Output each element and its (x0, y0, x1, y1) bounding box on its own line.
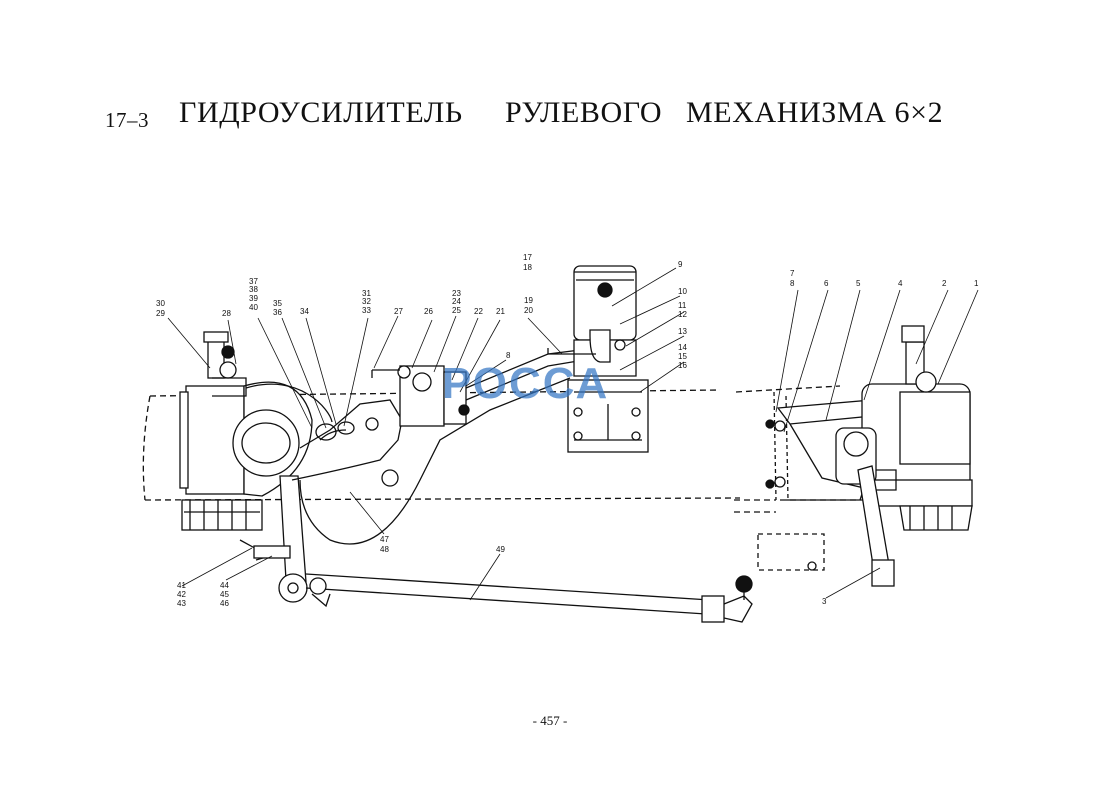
callout-12: 12 (678, 310, 687, 319)
page-number: - 457 - (532, 713, 568, 728)
callout-2: 2 (942, 279, 947, 288)
callout-17: 17 (523, 253, 532, 262)
callout-47: 47 (380, 535, 389, 544)
callout-18: 18 (523, 263, 532, 272)
callout-6: 6 (824, 279, 829, 288)
callout-8: 8 (790, 279, 795, 288)
callout-7: 7 (790, 269, 795, 278)
callout-31: 31 (362, 289, 371, 298)
callout-27: 27 (394, 307, 403, 316)
callout-49: 49 (496, 545, 505, 554)
callout-15: 15 (678, 352, 687, 361)
title-word-3: МЕХАНИЗМА 6×2 (686, 96, 944, 129)
title-word-1: ГИДРОУСИЛИТЕЛЬ (179, 96, 463, 129)
callout-43: 43 (177, 599, 186, 608)
callout-29: 29 (156, 309, 165, 318)
callout-44: 44 (220, 581, 229, 590)
callout-23: 23 (452, 289, 461, 298)
callout-33: 33 (362, 306, 371, 315)
callout-41: 41 (177, 581, 186, 590)
oil-reservoir (567, 265, 649, 453)
callout-labels: 30 29 28 37 38 39 40 35 36 34 31 32 33 2… (156, 253, 979, 608)
steering-pump (371, 365, 470, 427)
callout-32: 32 (362, 297, 371, 306)
callout-40: 40 (249, 303, 258, 312)
steering-gear-housing-left (179, 331, 313, 497)
callout-13: 13 (678, 327, 687, 336)
callout-46: 46 (220, 599, 229, 608)
callout-5: 5 (856, 279, 861, 288)
leader-lines (167, 267, 979, 601)
callout-38: 38 (249, 285, 258, 294)
callout-26: 26 (424, 307, 433, 316)
callout-30: 30 (156, 299, 165, 308)
callout-11: 11 (678, 301, 687, 310)
callout-10: 10 (678, 287, 687, 296)
callout-28: 28 (222, 309, 231, 318)
callout-48: 48 (380, 545, 389, 554)
callout-21: 21 (496, 307, 505, 316)
watermark-logo: РОССА (442, 359, 610, 408)
callout-22: 22 (474, 307, 483, 316)
callout-8-hose: 8 (506, 351, 511, 360)
callout-1: 1 (974, 279, 979, 288)
callout-14: 14 (678, 343, 687, 352)
callout-9: 9 (678, 260, 683, 269)
callout-37: 37 (249, 277, 258, 286)
callout-35: 35 (273, 299, 282, 308)
callout-16: 16 (678, 361, 687, 370)
frame-rail-bottom (144, 497, 741, 501)
callout-45: 45 (220, 590, 229, 599)
callout-36: 36 (273, 308, 282, 317)
mount-bracket-left (181, 499, 263, 531)
callout-20: 20 (524, 306, 533, 315)
title-word-2: РУЛЕВОГО (505, 96, 663, 129)
tie-rod (305, 573, 753, 623)
callout-19: 19 (524, 296, 533, 305)
callout-39: 39 (249, 294, 258, 303)
callout-25: 25 (452, 306, 461, 315)
callout-24: 24 (452, 297, 461, 306)
callout-4: 4 (898, 279, 903, 288)
section-number: 17–3 (105, 108, 149, 132)
callout-3: 3 (822, 597, 827, 606)
callout-34: 34 (300, 307, 309, 316)
callout-42: 42 (177, 590, 186, 599)
